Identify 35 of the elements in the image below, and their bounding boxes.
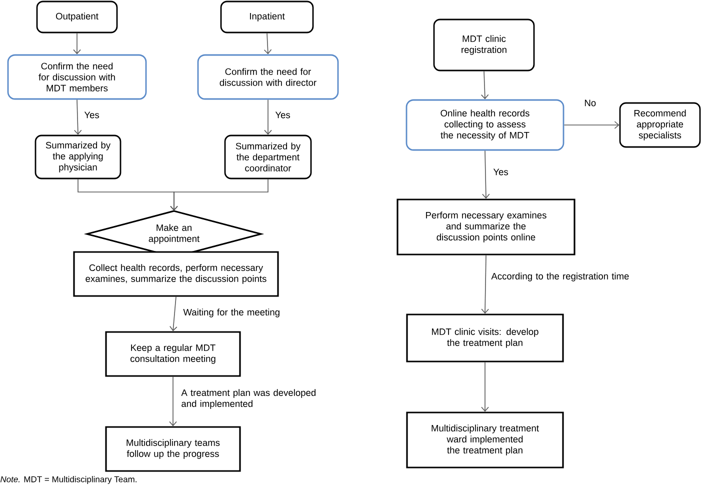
edge-label: Waiting for the meeting: [183, 308, 280, 318]
arrow: [170, 178, 268, 211]
edge-label: A treatment plan was developed and implemented: [181, 389, 316, 409]
edge-label: According to the registration time: [491, 272, 629, 282]
arrow: [264, 99, 272, 135]
decision-box: Confirm the need for discussion with director: [197, 54, 339, 100]
note: Note. MDT = Multidisciplinary Team.: [0, 476, 136, 484]
process-box: Summarized by the applying physician: [34, 134, 122, 180]
edge-label: Yes: [84, 112, 100, 118]
process-box: MDT clinic visits: develop the treatment plan: [406, 314, 564, 362]
start-box: Outpatient: [36, 0, 118, 34]
arrow: [480, 70, 489, 100]
arrow: [73, 32, 81, 54]
process-box: Perform necessary examines and summarize the discussion points online: [396, 198, 576, 256]
arrow: [169, 376, 177, 426]
start-box: MDT clinic registration: [433, 18, 535, 72]
end-box: Recommend appropriate specialists: [619, 102, 701, 148]
decision-box: Confirm the need for discussion with MDT members: [7, 54, 147, 100]
process-box: Summarized by the department coordinator: [224, 134, 312, 180]
arrow: [264, 32, 272, 54]
edge-label: Yes: [493, 168, 508, 176]
process-box: Keep a regular MDT consultation meeting: [105, 331, 241, 377]
edge-label: Yes: [275, 112, 290, 118]
end-box: Multidisciplinary treatment ward implemented the treatment plan: [406, 412, 564, 468]
arrow: [170, 296, 178, 332]
start-box: Inpatient: [220, 0, 314, 34]
arrow: [74, 99, 82, 135]
arrow: [481, 254, 489, 314]
arrow: [481, 362, 489, 412]
arrow: [482, 150, 490, 199]
edge-label: No: [584, 100, 596, 106]
process-box: Collect health records, perform necessary examines, summarize the discussion points: [73, 251, 279, 297]
arrow: [564, 121, 620, 129]
process-box: Multidisciplinary teams follow up the progress: [105, 426, 241, 472]
decision-box: Online health records collecting to assess the necessity of MDT: [406, 99, 564, 151]
